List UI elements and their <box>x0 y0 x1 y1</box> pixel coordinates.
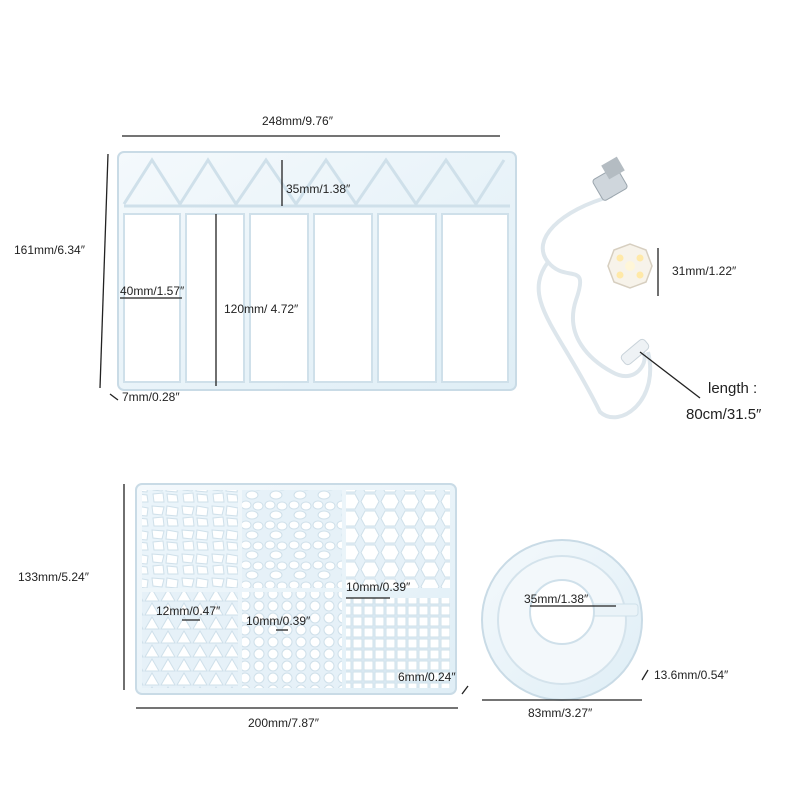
tray-slot-height-label: 120mm/ 4.72″ <box>224 302 299 316</box>
cable-length-value: 80cm/31.5″ <box>686 406 762 423</box>
round-dimension-lines <box>482 605 649 701</box>
round-inner-label: 35mm/1.38″ <box>524 592 589 606</box>
tray-triangle-label: 35mm/1.38″ <box>286 182 351 196</box>
pattern-dimension-lines <box>123 484 469 709</box>
pattern-mold <box>135 483 457 695</box>
light-diameter-label: 31mm/1.22″ <box>672 264 737 278</box>
led-light <box>536 156 653 420</box>
tray-slot-width-label: 40mm/1.57″ <box>120 284 185 298</box>
pattern-hex-label: 10mm/0.39″ <box>246 614 311 628</box>
tray-mold <box>117 151 517 391</box>
round-depth-label: 13.6mm/0.54″ <box>654 668 729 682</box>
pattern-height-label: 133mm/5.24″ <box>18 570 89 584</box>
tray-height-label: 161mm/6.34″ <box>14 243 85 257</box>
tray-width-label: 248mm/9.76″ <box>262 114 333 128</box>
light-dimension-lines <box>639 248 701 399</box>
pattern-triangle-label: 12mm/0.47″ <box>156 604 221 618</box>
round-width-label: 83mm/3.27″ <box>528 706 593 720</box>
cable-length-title: length : <box>708 380 758 397</box>
tray-depth-label: 7mm/0.28″ <box>122 390 180 404</box>
pattern-width-label: 200mm/7.87″ <box>248 716 319 730</box>
pattern-square-label: 6mm/0.24″ <box>398 670 456 684</box>
pattern-cell-label: 10mm/0.39″ <box>346 580 411 594</box>
round-mold <box>481 539 643 701</box>
tray-dimension-lines <box>99 135 500 401</box>
